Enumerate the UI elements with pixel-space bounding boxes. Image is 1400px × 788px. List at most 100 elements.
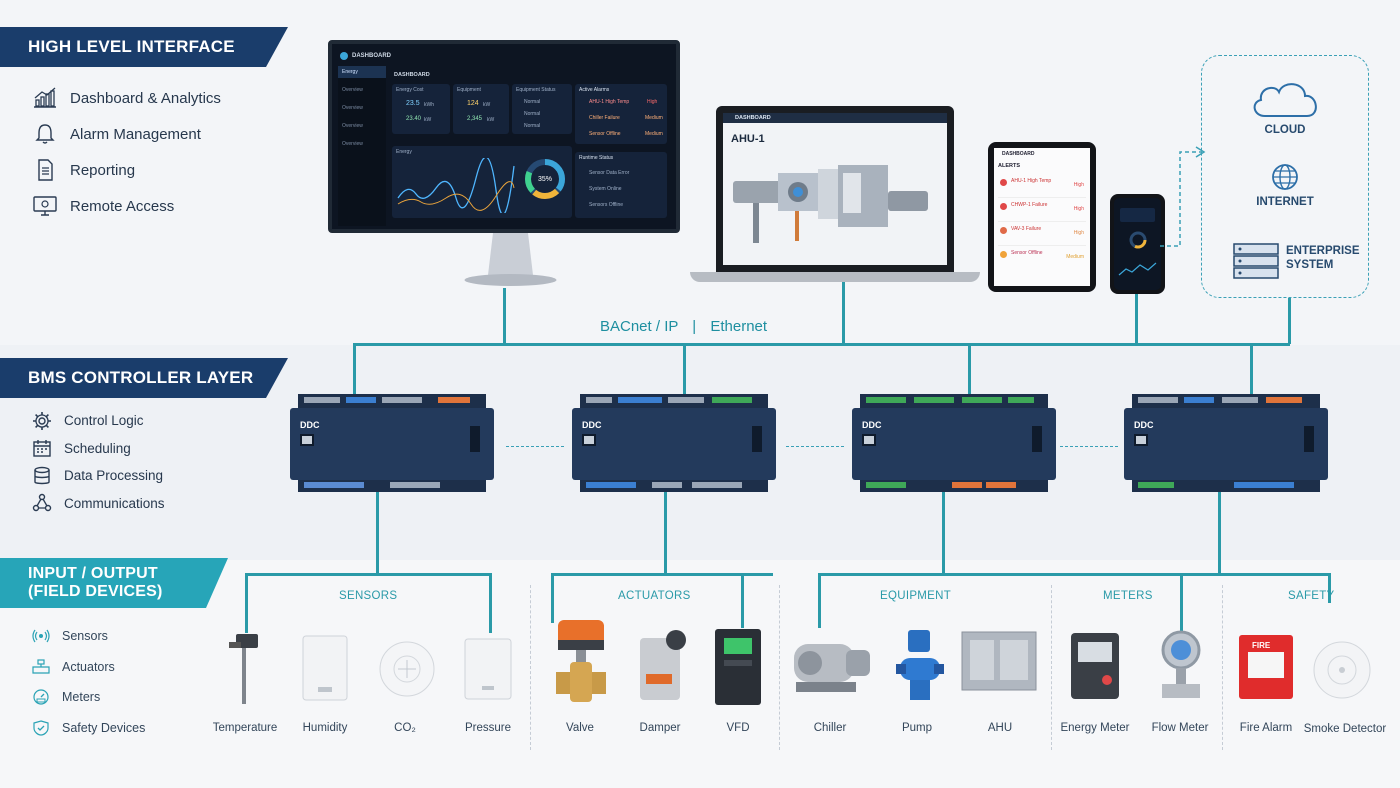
- device-chiller: Chiller: [785, 722, 875, 734]
- feature-communications: Communications: [32, 490, 165, 518]
- feature-reporting: Reporting: [32, 152, 221, 188]
- feature-safety-devices: Safety Devices: [32, 713, 145, 744]
- section-sensors: SENSORS: [339, 590, 397, 602]
- alert-level: High: [1074, 230, 1084, 236]
- phone-chart-icon: [1118, 260, 1158, 280]
- runtime-status-card: Runtime Status Sensor Data Error System …: [575, 152, 667, 218]
- signal-icon: [32, 628, 50, 644]
- alarm-level: Medium: [645, 131, 663, 137]
- feature-dashboard-analytics: Dashboard & Analytics: [32, 80, 221, 116]
- controller-feature-list: Control Logic Scheduling Data Processing…: [32, 407, 165, 517]
- alert-item[interactable]: CHWP-1 Failure High: [998, 198, 1086, 222]
- alert-level: High: [1074, 182, 1084, 188]
- runtime-row: System Online: [589, 186, 622, 192]
- card-title: Active Alarms: [579, 87, 609, 93]
- status-row: Normal: [524, 99, 540, 105]
- laptop-link: [842, 282, 845, 344]
- temperature-sensor-icon: [228, 632, 262, 707]
- cloud-label: CLOUD: [1202, 124, 1368, 136]
- usb-port-icon: [1304, 426, 1314, 452]
- sidebar-item[interactable]: Overview: [338, 102, 386, 114]
- card-value: 2,345: [467, 116, 482, 122]
- fire-alarm-panel-text: FIRE: [1252, 641, 1270, 650]
- peer-link-3-4: [1060, 446, 1118, 447]
- feature-label: Alarm Management: [70, 126, 201, 143]
- ddc-controller-3: DDC: [852, 394, 1056, 494]
- humidity-sensor-icon: [302, 635, 348, 701]
- damper-actuator-icon: [636, 628, 690, 704]
- vfd-icon: [714, 628, 762, 706]
- cloud-icon: [1247, 76, 1323, 120]
- field-link-2: [664, 492, 667, 574]
- globe-icon: [1270, 162, 1300, 192]
- bell-icon: [32, 123, 58, 145]
- runtime-row: Sensors Offline: [589, 202, 623, 208]
- alarm-row: Chiller Failure: [589, 115, 620, 121]
- feature-label: Meters: [62, 690, 100, 704]
- usb-port-icon: [752, 426, 762, 452]
- card-value: 23.40: [406, 116, 421, 122]
- ethernet-port-icon: [862, 434, 876, 446]
- alert-item[interactable]: AHU-1 High Temp High: [998, 174, 1086, 198]
- card-title: Energy Cost: [396, 87, 424, 93]
- card-title: Energy: [396, 149, 412, 155]
- io-feature-list: Sensors Actuators Meters Safety Devices: [32, 621, 145, 743]
- drop-line: [489, 573, 492, 633]
- sidebar-item-energy[interactable]: Energy: [338, 66, 386, 78]
- alert-text: Sensor Offline: [1011, 250, 1043, 256]
- high-level-feature-list: Dashboard & Analytics Alarm Management R…: [32, 80, 221, 224]
- feature-label: Data Processing: [64, 468, 163, 483]
- feature-meters: Meters: [32, 682, 145, 713]
- network-protocol-label: BACnet / IP | Ethernet: [600, 318, 767, 335]
- usb-port-icon: [1032, 426, 1042, 452]
- phone-link: [1135, 294, 1138, 344]
- energy-line-chart: [396, 158, 516, 213]
- field-link-3: [942, 492, 945, 574]
- feature-scheduling: Scheduling: [32, 435, 165, 463]
- cloud-link-h: [1252, 343, 1290, 346]
- section-actuators: ACTUATORS: [618, 590, 691, 602]
- feature-remote-access: Remote Access: [32, 188, 221, 224]
- donut-value: 35%: [538, 176, 552, 183]
- alarm-row: Sensor Offline: [589, 131, 621, 137]
- sidebar-item[interactable]: Overview: [338, 120, 386, 132]
- status-row: Normal: [524, 123, 540, 129]
- cloud-dashed-link: [1160, 140, 1208, 250]
- card-title: Equipment: [457, 87, 481, 93]
- feature-control-logic: Control Logic: [32, 407, 165, 435]
- feature-label: Control Logic: [64, 413, 144, 428]
- pump-icon: [896, 628, 944, 704]
- drop-line: [741, 573, 744, 628]
- shield-icon: [32, 720, 50, 736]
- feature-label: Scheduling: [64, 441, 131, 456]
- phone-donut-icon: [1128, 230, 1148, 250]
- valve-icon: [32, 659, 50, 675]
- section-safety: SAFETY: [1288, 590, 1335, 602]
- feature-actuators: Actuators: [32, 652, 145, 683]
- laptop-base: [690, 272, 980, 282]
- energy-chart-card: Energy 35%: [392, 146, 572, 218]
- device-flow-meter: Flow Meter: [1135, 722, 1225, 734]
- card-title: Equipment Status: [516, 87, 555, 93]
- ddc-label: DDC: [582, 420, 602, 430]
- logo-icon: [340, 52, 348, 60]
- alarm-level: Medium: [645, 115, 663, 121]
- alert-icon: [1000, 227, 1007, 234]
- sidebar-item[interactable]: Overview: [338, 138, 386, 150]
- field-link-4: [1218, 492, 1221, 574]
- cloud-services-box: CLOUD INTERNET ENTERPRISE SYSTEM: [1201, 55, 1369, 298]
- laptop-screen: DASHBOARD AHU-1: [723, 113, 947, 265]
- sidebar-item[interactable]: Overview: [338, 84, 386, 96]
- monitor-section-title: DASHBOARD: [394, 72, 430, 78]
- alert-item[interactable]: VAV-3 Failure High: [998, 222, 1086, 246]
- alerts-header: ALERTS: [998, 163, 1020, 169]
- alarm-row: AHU-1 High Temp: [589, 99, 629, 105]
- database-icon: [32, 466, 52, 486]
- feature-alarm-management: Alarm Management: [32, 116, 221, 152]
- ddc-controller-1: DDC: [290, 394, 494, 494]
- co2-sensor-icon: [378, 640, 436, 698]
- chiller-icon: [790, 630, 874, 698]
- sensors-bus: [245, 573, 491, 576]
- alert-item[interactable]: Sensor Offline Medium: [998, 246, 1086, 270]
- equipment-card: Equipment 124 kW 2,345 kW: [453, 84, 509, 134]
